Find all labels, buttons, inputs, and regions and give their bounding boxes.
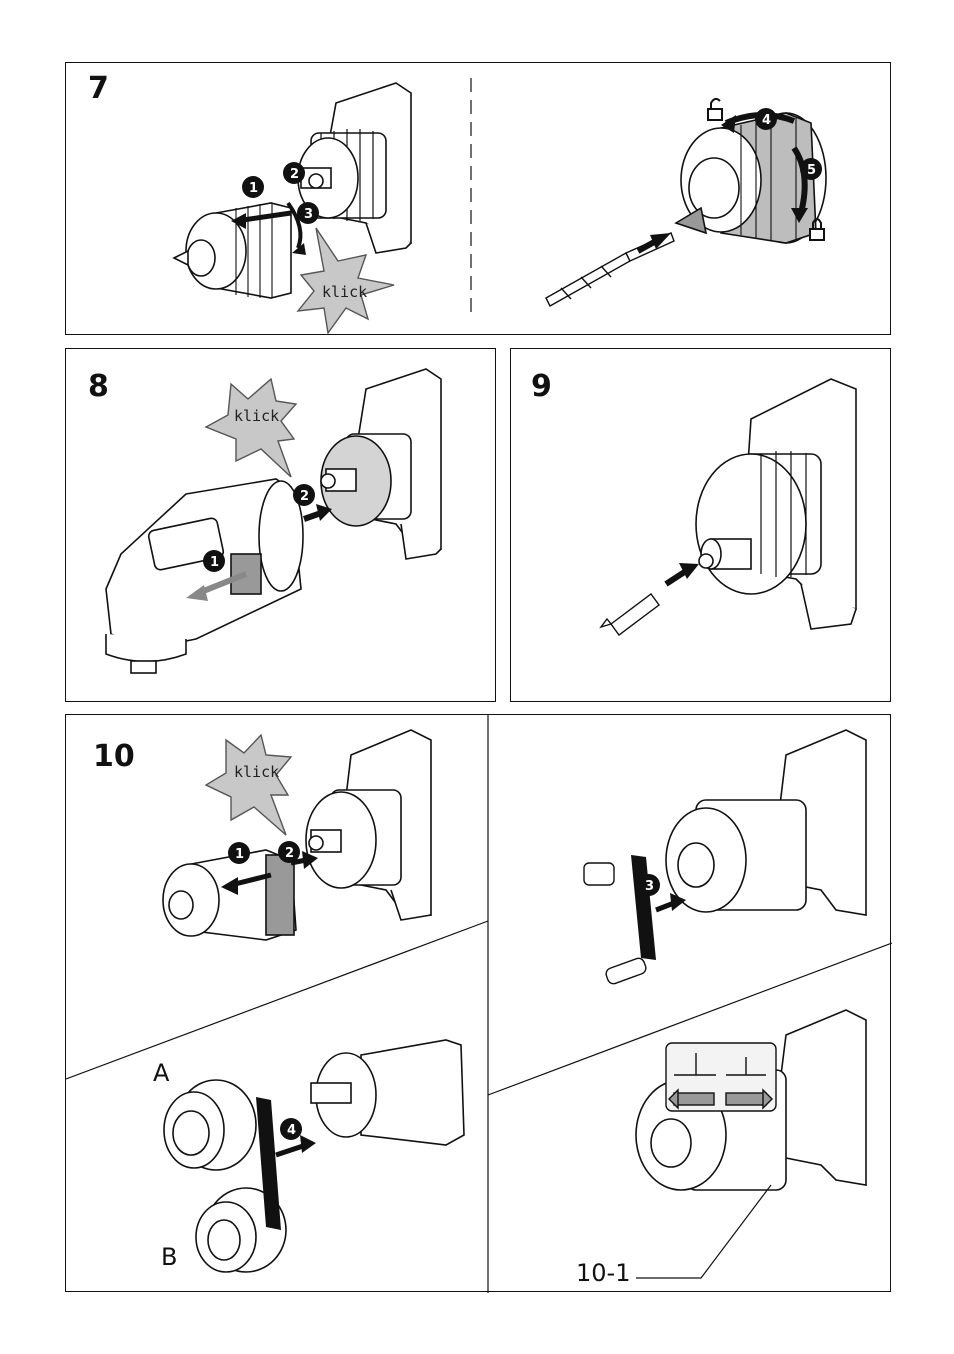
step-marker-3: 3 (297, 202, 319, 224)
leader-line (636, 1185, 771, 1278)
step-marker-1: 1 (228, 842, 250, 864)
svg-text:3: 3 (304, 207, 313, 222)
panel-9: 9 (510, 348, 891, 702)
step-marker-5: 5 (800, 158, 822, 180)
svg-text:3: 3 (645, 879, 654, 894)
indicator-box (666, 1043, 776, 1111)
panel-7: 7 (65, 62, 891, 335)
burst-callout-icon: klick (206, 735, 291, 835)
screwdriver-bit-icon (601, 594, 659, 635)
step-marker-3: 3 (638, 874, 660, 896)
adapter-a-icon (164, 1080, 256, 1170)
panel-8-illustration: 1 2 klick (66, 349, 497, 703)
svg-text:klick: klick (322, 283, 367, 301)
svg-text:2: 2 (285, 846, 294, 861)
unlock-icon (708, 99, 722, 120)
step-marker-4: 4 (280, 1118, 302, 1140)
drill-icon (306, 730, 431, 920)
svg-text:2: 2 (290, 167, 299, 182)
svg-text:4: 4 (287, 1123, 296, 1138)
panel-9-illustration (511, 349, 892, 703)
svg-text:1: 1 (249, 181, 258, 196)
step-marker-1: 1 (242, 176, 264, 198)
panel-8: 8 1 2 klick (65, 348, 496, 702)
svg-text:4: 4 (762, 113, 771, 128)
drill-icon (298, 83, 411, 253)
step-marker-2: 2 (278, 841, 300, 863)
svg-text:5: 5 (807, 163, 816, 178)
chuck-icon (163, 850, 296, 940)
svg-text:2: 2 (300, 489, 309, 504)
step-marker-1: 1 (203, 550, 225, 572)
step-marker-2: 2 (283, 162, 305, 184)
svg-text:1: 1 (210, 555, 219, 570)
panel-10: 10 A B 10-1 1 2 klick (65, 714, 891, 1292)
svg-text:klick: klick (234, 763, 279, 781)
drill-icon (321, 369, 441, 559)
burst-callout-icon: klick (206, 379, 296, 477)
step-marker-4: 4 (755, 108, 777, 130)
svg-text:1: 1 (235, 847, 244, 862)
step-marker-2: 2 (293, 484, 315, 506)
angle-attachment-icon (106, 479, 303, 673)
panel-10-illustration: 1 2 klick 4 (66, 715, 892, 1293)
drill-icon (696, 379, 856, 629)
svg-text:klick: klick (234, 407, 279, 425)
chuck-icon (311, 1040, 464, 1145)
panel-7-illustration: 1 2 3 klick (66, 63, 892, 336)
drill-icon (666, 730, 866, 915)
